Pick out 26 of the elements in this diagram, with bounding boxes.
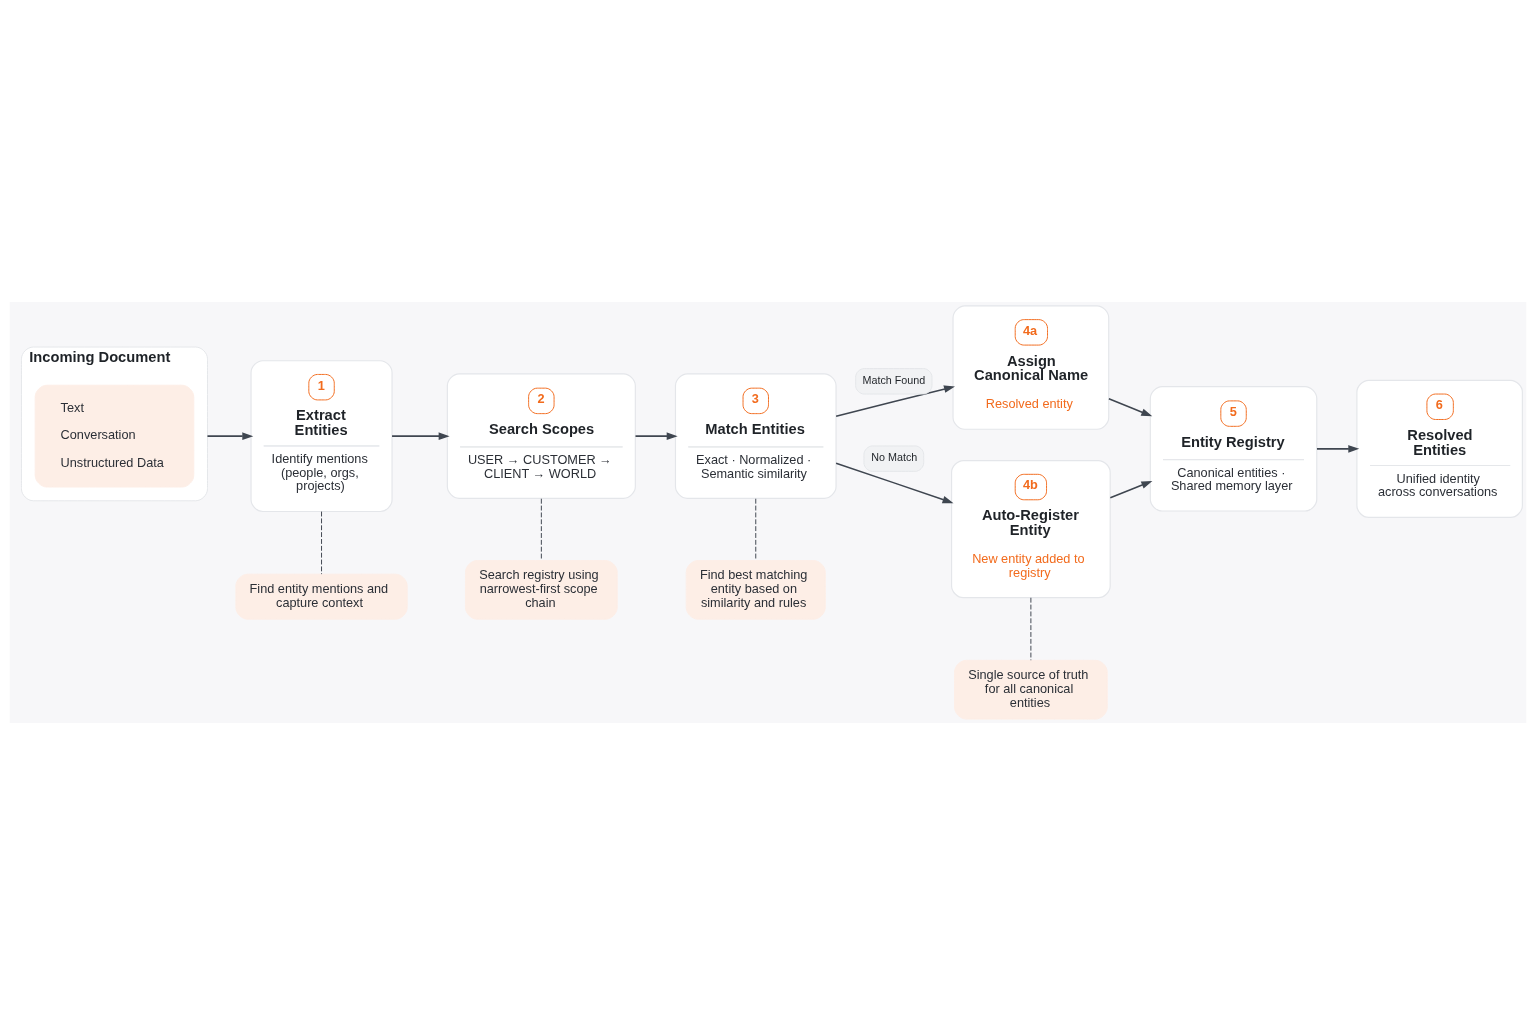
arrow [634, 431, 678, 440]
node-box: 4a Assign Canonical Name Resolved entity [952, 304, 1110, 430]
arrow [835, 384, 955, 417]
node-box: 3 Match Entities Exact · Normalized · Semantic similarity [674, 372, 837, 499]
node-box: 5 Entity Registry Canonical entities · Shared memory layer [1149, 385, 1318, 512]
node-box: Text Conversation Unstructured Data [34, 384, 195, 488]
connector [755, 497, 757, 561]
connector [321, 510, 323, 575]
node-box: Single source of truth for all canonical entities [954, 659, 1108, 720]
arrow [1316, 444, 1360, 453]
node-box: Find entity mentions and capture context [235, 573, 408, 620]
node-box: Find best matching entity based on similarity and rules [685, 559, 826, 620]
arrow [1109, 480, 1153, 499]
connector [540, 497, 542, 561]
node-box: Search registry using narrowest-first scope chain [465, 559, 618, 620]
arrow [391, 431, 450, 440]
node-box: 6 Resolved Entities Unified identity across conversations [1356, 379, 1523, 518]
node-box: 4b Auto-Register Entity New entity added to registry [951, 459, 1111, 598]
edge-label: No Match [871, 450, 918, 463]
node-box: 2 Search Scopes USER → CUSTOMER → CLIENT → WORLD [446, 372, 636, 499]
node-box: 1 Extract Entities Identify mentions (people, orgs, projects) [250, 359, 393, 512]
arrow [835, 461, 954, 503]
connector [1030, 596, 1032, 661]
arrow [206, 431, 254, 440]
arrow [1108, 397, 1153, 416]
edge-label: Match Found [862, 373, 926, 386]
